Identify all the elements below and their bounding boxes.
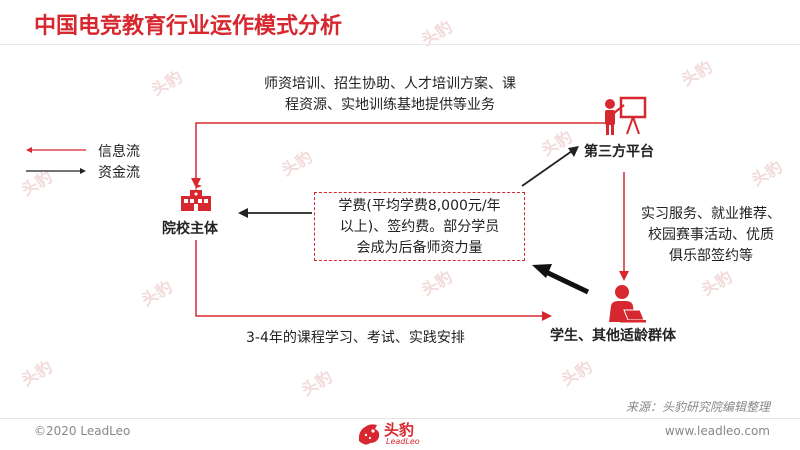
legend: 信息流 资金流 xyxy=(24,140,184,181)
arrow-third-to-school-head xyxy=(191,178,201,188)
fees-box: 学费(平均学费8,000元/年 以上)、签约费。部分学员 会成为后备师资力量 xyxy=(314,192,525,261)
website: www.leadleo.com xyxy=(664,424,770,438)
arrow-students-to-fees-head xyxy=(532,264,552,278)
third-to-students-text: 实习服务、就业推荐、 校园赛事活动、优质 俱乐部签约等 xyxy=(626,204,796,267)
students-node: 学生、其他适龄群体 xyxy=(548,280,708,350)
teacher-presentation-icon xyxy=(605,96,647,135)
legend-info-label: 信息流 xyxy=(98,144,140,160)
third-to-school-line-1: 师资培训、招生协助、人才培训方案、课 xyxy=(264,76,516,92)
third-to-students-line-2: 校园赛事活动、优质 xyxy=(648,227,774,243)
arrow-school-to-students-head xyxy=(542,311,552,321)
source-note: 来源：头豹研究院编辑整理 xyxy=(625,400,770,414)
students-label: 学生、其他适龄群体 xyxy=(550,328,676,344)
school-building-icon xyxy=(181,184,211,211)
footer-divider xyxy=(0,418,800,419)
school-to-students-text: 3-4年的课程学习、考试、实践安排 xyxy=(246,330,465,346)
fees-line-2: 以上)、签约费。部分学员 xyxy=(339,219,500,235)
page-title: 中国电竞教育行业运作模式分析 xyxy=(34,14,343,39)
logo-text: 头豹 xyxy=(384,421,415,439)
fees-line-1: 学费(平均学费8,000元/年 xyxy=(338,198,501,214)
arrow-fees-to-school-head xyxy=(238,208,248,218)
arrow-third-to-school xyxy=(195,122,612,180)
leopard-logo-icon xyxy=(358,424,380,445)
third-to-school-text: 师资培训、招生协助、人才培训方案、课 程资源、实地训练基地提供等业务 xyxy=(225,74,555,116)
third-to-school-line-2: 程资源、实地训练基地提供等业务 xyxy=(285,97,495,113)
arrow-third-to-students-head xyxy=(619,271,629,281)
third-to-students-line-3: 俱乐部签约等 xyxy=(669,248,753,264)
school-label: 院校主体 xyxy=(162,221,218,237)
third-party-node: 第三方平台 xyxy=(578,96,688,166)
arrow-students-to-fees xyxy=(544,269,590,295)
legend-fund-label: 资金流 xyxy=(98,165,140,181)
arrow-fees-to-third xyxy=(521,150,573,187)
arrow-school-to-students xyxy=(195,240,544,317)
fees-line-3: 会成为后备师资力量 xyxy=(356,240,483,256)
logo-subtext: LeadLeo xyxy=(386,437,420,446)
legend-info-arrow xyxy=(26,147,86,174)
title-divider xyxy=(0,44,800,45)
copyright: ©2020 LeadLeo xyxy=(34,424,131,438)
third-to-students-line-1: 实习服务、就业推荐、 xyxy=(641,206,781,222)
third-party-label: 第三方平台 xyxy=(584,144,654,160)
school-node: 院校主体 xyxy=(150,184,242,240)
arrow-fees-to-third-head xyxy=(568,146,579,157)
student-laptop-icon xyxy=(609,285,646,323)
